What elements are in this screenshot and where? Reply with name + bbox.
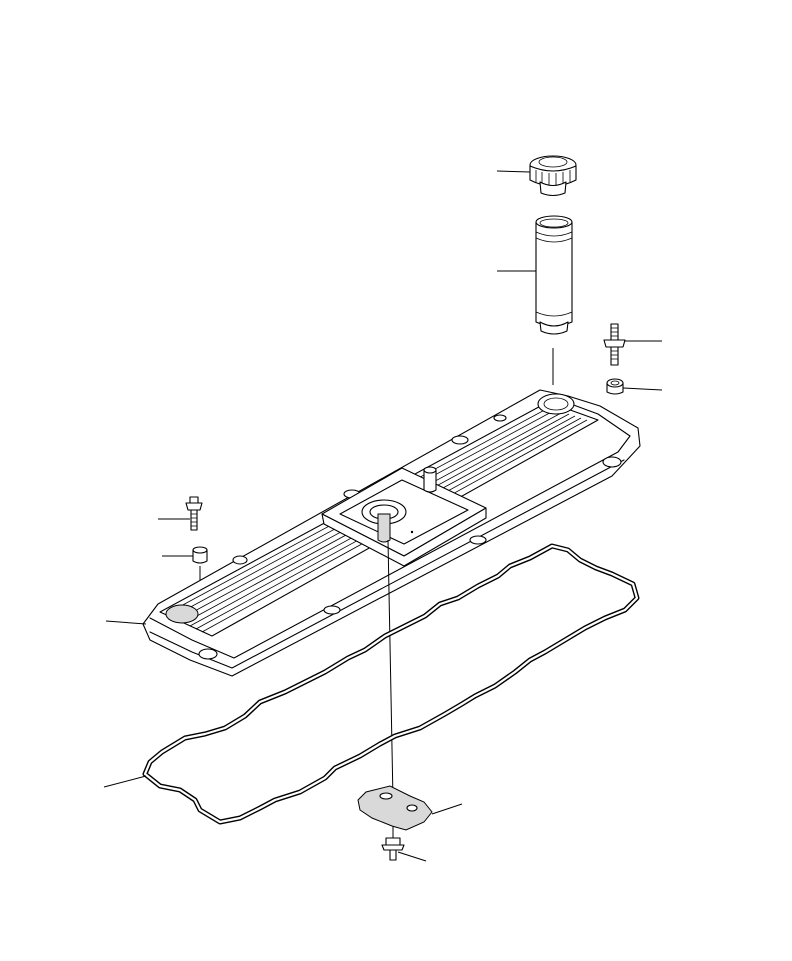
- leader-baffle-plate: [431, 803, 463, 815]
- leader-valve-cover: [105, 620, 147, 625]
- leader-sleeve-nut: [622, 387, 663, 391]
- baffle-plate-icon[interactable]: [357, 785, 433, 831]
- filler-cap-icon[interactable]: [529, 155, 577, 197]
- stud-bolt-icon[interactable]: [603, 323, 626, 366]
- leader-gasket: [103, 775, 147, 788]
- sleeve-nut-icon[interactable]: [606, 378, 624, 395]
- leader-filler-cap: [496, 170, 531, 173]
- mounting-lugs: [198, 414, 622, 660]
- cover-gasket-icon[interactable]: [142, 543, 640, 825]
- oil-filler-tube-icon[interactable]: [535, 215, 573, 335]
- leader-plate-bolt: [397, 851, 427, 862]
- valve-cover-icon[interactable]: [142, 389, 641, 677]
- centerline-cover: [387, 539, 394, 801]
- grommet-icon[interactable]: [192, 546, 208, 564]
- plate-bolt-icon[interactable]: [381, 826, 405, 861]
- flange-bolt-icon[interactable]: [185, 496, 203, 531]
